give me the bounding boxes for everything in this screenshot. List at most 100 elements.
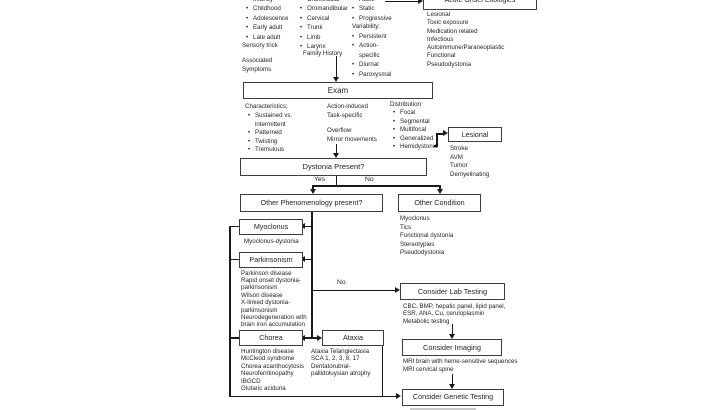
split-bar (312, 185, 441, 187)
lab-line: Metabolic testing (403, 318, 450, 326)
no-label: No (365, 176, 374, 183)
lesional-connector-h2 (436, 133, 444, 135)
lesional-item: Tumor (450, 162, 468, 170)
myoclonus-title: Myoclonus (253, 221, 289, 231)
arrow-acute-line (385, 0, 419, 3)
ataxia-item: Dentatorubral- pallidoluysian atrophy (311, 362, 371, 378)
arrowhead-ataxia (317, 334, 322, 341)
ataxia-title: Ataxia (343, 333, 363, 343)
arrowhead-acute (418, 0, 423, 4)
lab-title: Consider Lab Testing (417, 286, 488, 296)
course-item: Acute (352, 0, 392, 5)
imaging-line: MRI cervical spine (403, 365, 454, 373)
acute-onset-item: Infectious (427, 35, 454, 43)
distribution-item: Focal (393, 109, 438, 118)
course-item: Static (352, 4, 392, 14)
distribution-item: Multifocal (393, 126, 438, 135)
course-list: AcuteStaticProgressive (352, 0, 392, 24)
region-item: Limb (300, 33, 348, 43)
age-item: Early adult (246, 23, 288, 33)
chorea-item: Chorea acanthocytosis (241, 362, 304, 370)
parkinsonism-item: Wilson disease (241, 291, 283, 299)
ataxia-item: Ataxia Telangiectasia (311, 348, 370, 355)
dystonia-present-label: Dystonia Present? (302, 162, 365, 172)
characteristic-item: Sustained vs. intermittent (248, 112, 292, 129)
box-ataxia: Ataxia (322, 330, 384, 346)
box-chorea: Chorea (239, 330, 303, 346)
parkinsonism-item: X-linked dystonia- parkinsonism (241, 299, 291, 314)
box-consider-genetic-testing: Consider Genetic Testing (402, 388, 504, 406)
lab-line: CBC, BMP, hepatic panel, lipid panel, ES… (403, 302, 506, 318)
ataxia-drop (381, 346, 384, 396)
other-condition-item: Myoclonus (400, 215, 430, 222)
ataxia-arm (312, 337, 318, 339)
overflow-label: Overflow Mirror movements (327, 127, 377, 143)
parkinsonism-item: Parkinson disease (241, 269, 292, 277)
chorea-title: Chorea (259, 333, 283, 343)
other-condition-item: Tics (400, 223, 412, 231)
age-item: Adolescence (246, 14, 288, 24)
myoclonus-arm (304, 225, 312, 228)
genetic-title: Consider Genetic Testing (412, 392, 494, 402)
arrowhead-to-exam (332, 77, 339, 82)
other-condition-item: Stereotypies (400, 240, 435, 248)
other-condition-item: Pseudodystonia (400, 249, 445, 256)
acute-onset-item: Functional (427, 52, 456, 60)
imaging-stem (451, 324, 454, 334)
variability-item: Persistent (352, 32, 391, 42)
chorea-item: Huntington disease (241, 348, 294, 355)
characteristics-label: Characteristics: (245, 103, 288, 110)
distribution-item: Segmental (393, 118, 438, 127)
other-condition-title: Other Condition (414, 198, 465, 208)
age-item: Childhood (246, 4, 288, 14)
yes-label: Yes (314, 176, 326, 183)
chorea-item: IBGCD (241, 377, 261, 385)
arrowhead-no (436, 189, 443, 194)
chorea-item: McCleod syndrome (241, 355, 295, 363)
ataxia-item: SCA 1, 2, 3, 8, 17 (311, 355, 360, 363)
parkinsonism-arm (304, 258, 312, 261)
parkinsonism-item: Neurodegeneration with brain iron accumu… (241, 313, 307, 329)
myoclonus-note: Myoclonus-dystonia (244, 237, 299, 245)
bracket-vertical (229, 225, 231, 397)
distribution-item: Generalized (393, 135, 438, 144)
age-item: Infancy (246, 0, 288, 5)
action-induced-label: Action-induced Task-specific (327, 103, 368, 119)
distribution-label: Distribution (390, 101, 421, 108)
lesional-item: AVM (450, 153, 463, 161)
distribution-item: Hemidystonia (393, 143, 438, 152)
chorea-item: Glutaric aciduria (241, 385, 286, 393)
no-branch-label: No (337, 279, 346, 286)
arrowhead-genetic (396, 393, 401, 400)
box-consider-lab-testing: Consider Lab Testing (400, 283, 505, 300)
arrow-to-exam-line (335, 56, 338, 78)
cutoff-text-fragment (410, 408, 476, 410)
region-item: Larynx (300, 42, 348, 52)
chorea-arm (304, 337, 312, 339)
acute-onset-item: Medication related (427, 27, 478, 35)
body-region-list: CraniofacialOromandibularCervicalTrunkLi… (300, 0, 348, 52)
box-other-phenomenology: Other Phenomenology present? (240, 194, 383, 212)
lesional-item: Stroke (450, 145, 468, 152)
characteristic-item: Tremulous (248, 146, 292, 155)
genetic-stem (451, 373, 454, 384)
chorea-item: Neuroferritinopathy (241, 370, 294, 378)
parkinsonism-title: Parkinsonism (249, 254, 293, 264)
phenomenology-spine (310, 211, 313, 339)
acute-onset-item: Pseudodystonia (427, 60, 472, 68)
acute-onset-item: Lesional (427, 11, 451, 18)
imaging-title: Consider Imaging (423, 342, 481, 352)
variability-item: Diurnal (352, 60, 391, 70)
course-item: Progressive (352, 14, 392, 24)
region-item: Oromandibular (300, 4, 348, 14)
lesional-connector-v (436, 133, 438, 147)
arrow-to-dystonia-line (335, 144, 338, 154)
variability-list: PersistentAction- specificDiurnalParoxys… (352, 32, 391, 79)
box-exam: Exam (243, 82, 433, 99)
region-item: Trunk (300, 23, 348, 33)
